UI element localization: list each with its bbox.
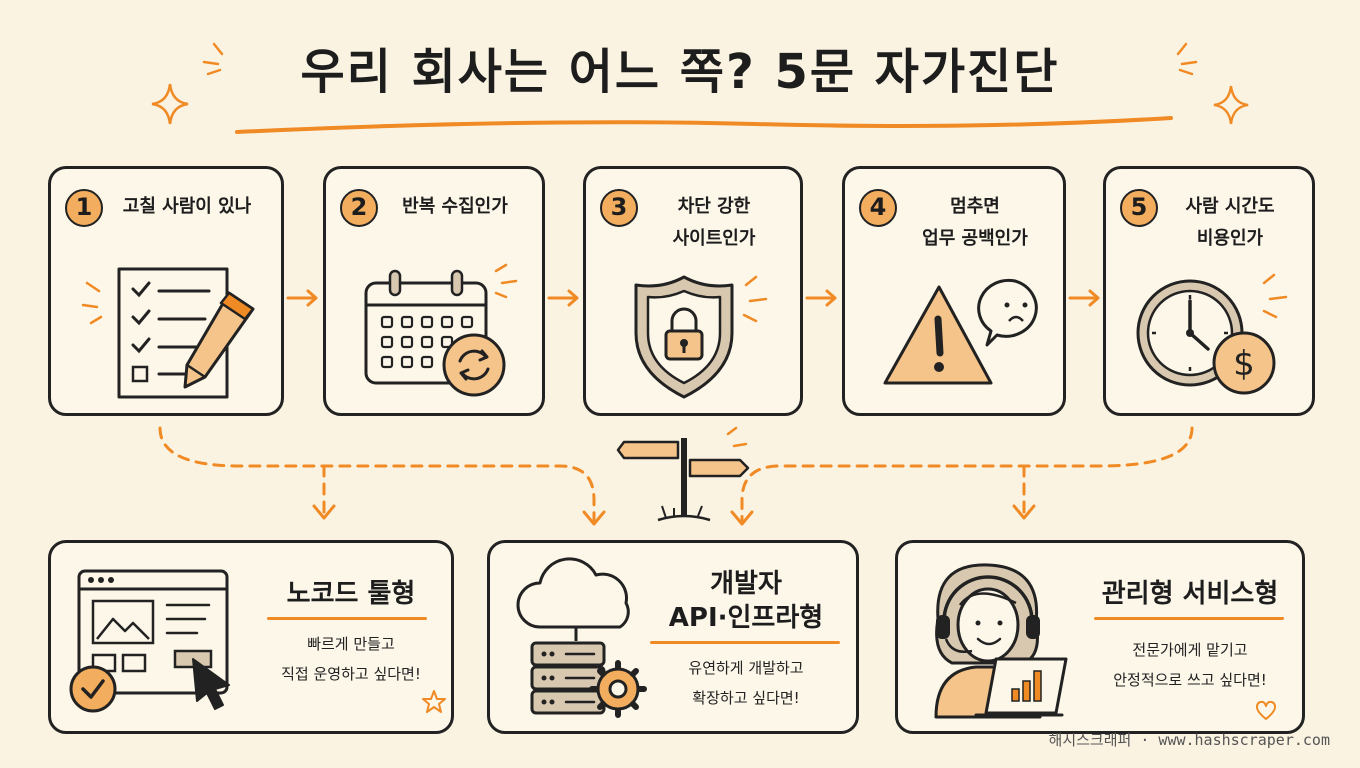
step-label: 멈추면 업무 공백인가: [922, 196, 1028, 249]
step-card-2: 2 반복 수집인가: [323, 166, 545, 416]
step-label: 고칠 사람이 있나: [122, 196, 252, 217]
result-description: 빠르게 만들고 직접 운영하고 싶다면!: [281, 635, 421, 683]
arrow-right-icon: [1068, 289, 1100, 307]
step-card-5: 5 사람 시간도 비용인가 $: [1103, 166, 1315, 416]
cloud-server-gear-icon: [516, 557, 647, 718]
title-underline: [235, 116, 1173, 134]
title-underline: [267, 617, 427, 620]
title-underline: [650, 641, 840, 644]
step-number-badge: 3: [600, 189, 638, 227]
arrow-right-icon: [547, 289, 579, 307]
step-label: 반복 수집인가: [402, 196, 508, 217]
page-title: 우리 회사는 어느 쪽? 5문 자가진단: [300, 44, 1060, 100]
step-number-badge: 4: [859, 189, 897, 227]
sparkle-icon: [1213, 85, 1249, 125]
result-card-managed-service: 관리형 서비스형 전문가에게 맡기고 안정적으로 쓰고 싶다면!: [895, 540, 1305, 734]
result-card-nocode: 노코드 툴형 빠르게 만들고 직접 운영하고 싶다면!: [48, 540, 454, 734]
warning-worried-icon: [883, 278, 1038, 385]
arrow-right-icon: [286, 289, 318, 307]
step-label: 차단 강한 사이트인가: [672, 196, 756, 249]
result-title: 개발자 API·인프라형: [668, 569, 824, 633]
shield-lock-icon: [634, 275, 768, 399]
footer-credit: 해시스크래퍼 · www.hashscraper.com: [1048, 731, 1330, 749]
clock-dollar-icon: $: [1136, 273, 1288, 395]
result-description: 유연하게 개발하고 확장하고 싶다면!: [688, 659, 804, 707]
result-description: 전문가에게 맡기고 안정적으로 쓰고 싶다면!: [1113, 641, 1267, 689]
result-title: 관리형 서비스형: [1101, 579, 1279, 609]
arrow-right-icon: [805, 289, 837, 307]
heart-icon: [1255, 700, 1277, 720]
step-number-badge: 1: [65, 189, 103, 227]
accent-dash-icon: [202, 42, 224, 76]
svg-text:$: $: [1233, 344, 1255, 384]
result-card-developer-api: 개발자 API·인프라형 유연하게 개발하고 확장하고 싶다면!: [487, 540, 859, 734]
star-icon: [422, 690, 446, 713]
step-card-1: 1 고칠 사람이 있나: [48, 166, 284, 416]
accent-dash-icon: [1176, 42, 1198, 76]
checklist-pencil-icon: [81, 267, 255, 399]
result-title: 노코드 툴형: [286, 579, 416, 609]
step-number-badge: 2: [340, 189, 378, 227]
support-agent-laptop-icon: [934, 563, 1068, 719]
step-card-3: 3 차단 강한 사이트인가: [583, 166, 803, 416]
calendar-refresh-icon: [364, 263, 518, 397]
title-underline: [1094, 617, 1284, 620]
signpost-icon: [616, 426, 750, 522]
step-label: 사람 시간도 비용인가: [1185, 196, 1275, 249]
step-card-4: 4 멈추면 업무 공백인가: [842, 166, 1066, 416]
sparkle-icon: [151, 83, 189, 125]
browser-click-icon: [69, 569, 230, 713]
step-number-badge: 5: [1120, 189, 1158, 227]
